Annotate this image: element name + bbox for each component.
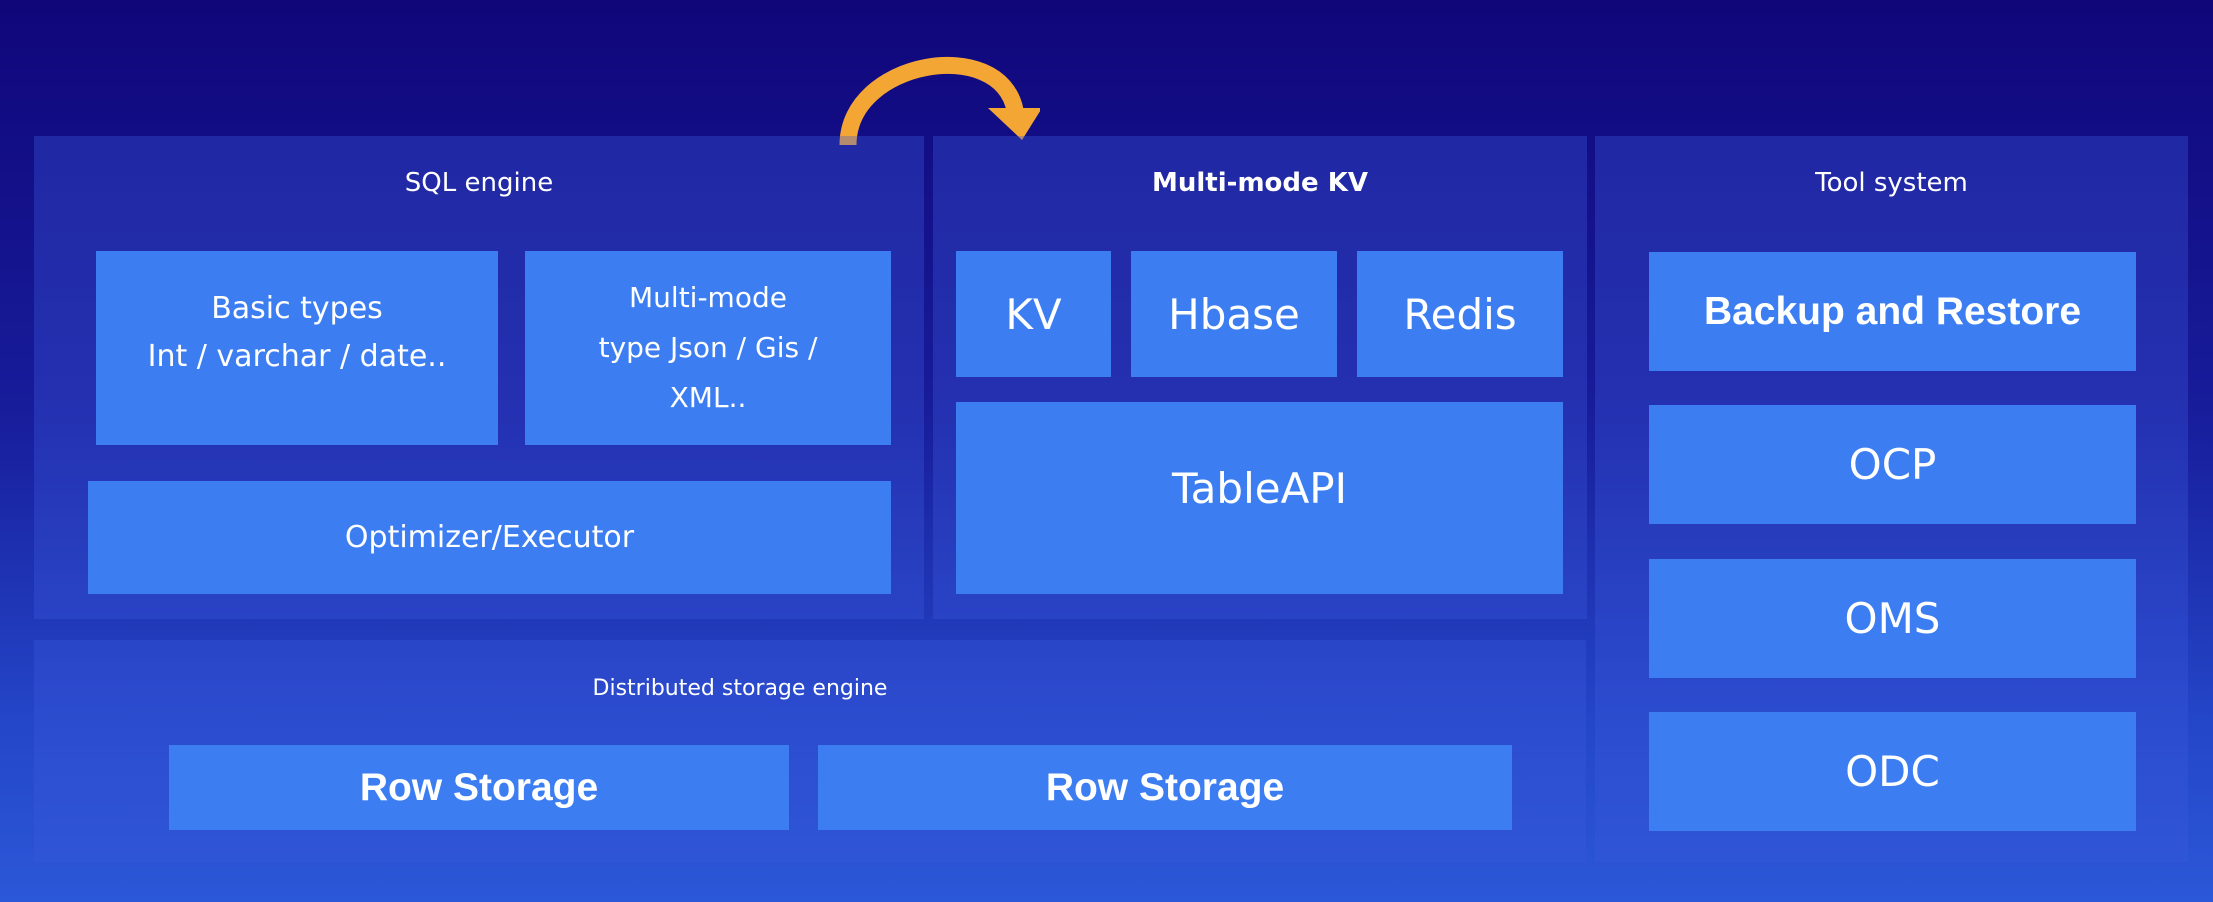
multimode-types-label: Multi-mode type Json / Gis / XML..	[598, 281, 818, 414]
optimizer-executor-box: Optimizer/Executor	[88, 481, 891, 594]
ocp-label: OCP	[1848, 440, 1937, 489]
basic-types-box: Basic types Int / varchar / date..	[96, 251, 498, 445]
sql-engine-title: SQL engine	[404, 168, 554, 198]
backup-restore-label: Backup and Restore	[1703, 289, 2082, 333]
basic-types-label: Basic types Int / varchar / date..	[147, 291, 447, 374]
row-storage-box-1: Row Storage	[169, 745, 789, 830]
storage-engine-title: Distributed storage engine	[592, 676, 888, 701]
oms-box: OMS	[1649, 559, 2136, 678]
curved-arrow-icon	[839, 57, 1040, 145]
multimode-kv-title: Multi-mode KV	[1152, 168, 1368, 198]
row-storage-label-1: Row Storage	[359, 765, 599, 809]
hbase-label: Hbase	[1168, 289, 1300, 339]
oms-label: OMS	[1844, 594, 1941, 643]
hbase-box: Hbase	[1131, 251, 1337, 377]
kv-box: KV	[956, 251, 1111, 377]
redis-label: Redis	[1403, 289, 1517, 339]
row-storage-label-2: Row Storage	[1045, 765, 1285, 809]
ocp-box: OCP	[1649, 405, 2136, 524]
redis-box: Redis	[1357, 251, 1563, 377]
optimizer-executor-label: Optimizer/Executor	[344, 520, 635, 555]
tableapi-label: TableAPI	[1171, 463, 1348, 513]
odc-box: ODC	[1649, 712, 2136, 831]
backup-restore-box: Backup and Restore	[1649, 252, 2136, 371]
kv-label: KV	[1005, 289, 1062, 339]
tableapi-box: TableAPI	[956, 402, 1563, 594]
odc-label: ODC	[1845, 747, 1940, 796]
tool-system-title: Tool system	[1815, 168, 1968, 198]
row-storage-box-2: Row Storage	[818, 745, 1512, 830]
multimode-types-box: Multi-mode type Json / Gis / XML..	[525, 251, 891, 445]
